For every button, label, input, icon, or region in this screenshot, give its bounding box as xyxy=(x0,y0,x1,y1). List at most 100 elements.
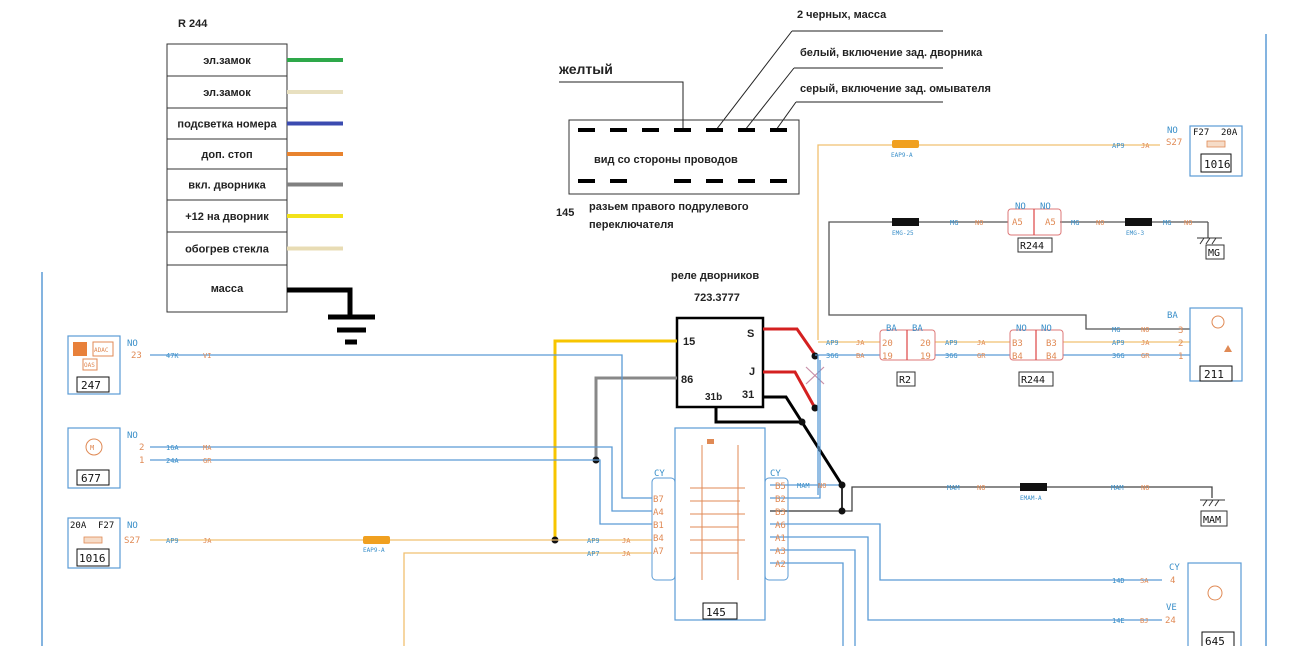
switch-pin-right: B2 xyxy=(775,495,786,505)
svg-text:20A: 20A xyxy=(70,521,87,531)
splice-emam-a xyxy=(1020,483,1047,491)
connector-r244-b: NO NO B3 B4 B3 B4 R244 xyxy=(1009,324,1064,387)
svg-text:A5: A5 xyxy=(1012,218,1023,228)
callout-gray: серый, включение зад. омывателя xyxy=(800,83,991,95)
relay-pin-31b: 31b xyxy=(705,392,722,403)
legend-title: R 244 xyxy=(178,18,208,30)
relay-pin-s: S xyxy=(747,328,754,340)
svg-text:BA: BA xyxy=(912,324,923,334)
relay-part-number: 723.3777 xyxy=(694,292,740,304)
fuse-icon xyxy=(1206,140,1226,148)
connector-r244-a5: NO NO A5 A5 R244 xyxy=(1007,202,1062,253)
transistor-icon xyxy=(1207,585,1223,601)
svg-text:EMG-3: EMG-3 xyxy=(1126,230,1144,237)
svg-text:GR: GR xyxy=(1141,352,1150,360)
svg-text:19: 19 xyxy=(882,352,893,362)
svg-text:F27: F27 xyxy=(1193,128,1209,138)
svg-text:20: 20 xyxy=(920,339,931,349)
svg-text:1016: 1016 xyxy=(79,552,106,565)
svg-text:MAM: MAM xyxy=(797,482,810,490)
svg-text:A5: A5 xyxy=(1045,218,1056,228)
svg-text:NO: NO xyxy=(1096,219,1104,227)
svg-text:GR: GR xyxy=(203,457,212,465)
connector-inner-label: вид со стороны проводов xyxy=(594,154,738,166)
svg-text:MG: MG xyxy=(1071,219,1079,227)
svg-text:MA: MA xyxy=(203,444,212,452)
svg-text:NO: NO xyxy=(1184,219,1192,227)
switch-pin-left: B1 xyxy=(653,521,664,531)
fuse-icon xyxy=(83,536,103,544)
legend-row-label: эл.замок xyxy=(203,87,251,99)
relay-title: реле дворников xyxy=(671,270,759,282)
svg-text:3: 3 xyxy=(1178,326,1183,336)
relay-j-wire xyxy=(763,370,817,409)
svg-text:MG: MG xyxy=(1112,326,1120,334)
switch-pin-right: A2 xyxy=(775,560,786,570)
svg-text:NO: NO xyxy=(1041,324,1052,334)
svg-text:MG: MG xyxy=(950,219,958,227)
switch-pin-left: A7 xyxy=(653,547,664,557)
svg-text:JA: JA xyxy=(622,550,631,558)
ground-wire xyxy=(287,287,353,316)
connector-r2: BA BA 20 19 20 19 R2 xyxy=(879,324,936,387)
svg-text:36G: 36G xyxy=(1112,352,1125,360)
legend-row-label: +12 на дворник xyxy=(185,211,269,223)
svg-text:NO: NO xyxy=(1141,484,1149,492)
svg-text:SA: SA xyxy=(1140,577,1149,585)
relay-86-wire xyxy=(594,376,677,460)
connector-view: 2 черных, масса белый, включение зад. дв… xyxy=(556,9,991,231)
motor-icon xyxy=(85,438,103,456)
svg-text:EMAM-A: EMAM-A xyxy=(1020,495,1042,502)
svg-text:NO: NO xyxy=(1040,202,1051,212)
svg-text:R2: R2 xyxy=(899,375,911,386)
svg-text:16A: 16A xyxy=(166,444,179,452)
connector-caption-2: переключателя xyxy=(589,219,674,231)
svg-text:JA: JA xyxy=(622,537,631,545)
svg-text:R244: R244 xyxy=(1020,241,1044,252)
relay-pin-86: 86 xyxy=(681,374,693,386)
legend-row-label: доп. стоп xyxy=(201,149,252,161)
svg-text:NO: NO xyxy=(127,339,138,349)
svg-text:B4: B4 xyxy=(1012,352,1023,362)
svg-text:BA: BA xyxy=(886,324,897,334)
svg-text:S27: S27 xyxy=(124,536,140,546)
connector-number: 145 xyxy=(556,207,574,219)
relay-s-wire xyxy=(763,327,817,356)
svg-text:NO: NO xyxy=(127,521,138,531)
svg-text:CY: CY xyxy=(1169,563,1180,573)
svg-text:M: M xyxy=(90,444,94,452)
switch-pin-left: A4 xyxy=(653,508,664,518)
svg-text:2: 2 xyxy=(139,443,144,453)
svg-text:CY: CY xyxy=(654,469,665,479)
splice-emg-25 xyxy=(892,218,919,226)
svg-text:MAM: MAM xyxy=(947,484,960,492)
svg-text:B3: B3 xyxy=(1046,339,1057,349)
svg-text:JA: JA xyxy=(977,339,986,347)
svg-text:23: 23 xyxy=(131,351,142,361)
svg-text:677: 677 xyxy=(81,472,101,485)
svg-text:36G: 36G xyxy=(945,352,958,360)
svg-text:B4: B4 xyxy=(1046,352,1057,362)
legend-row-label: подсветка номера xyxy=(177,119,277,131)
switch-contact-icon xyxy=(707,439,714,444)
svg-text:NO: NO xyxy=(1016,324,1027,334)
splice-eap9-top xyxy=(892,140,919,148)
svg-text:R244: R244 xyxy=(1021,375,1045,386)
component-645: CY 4 VE 24 645 14D SA 14E BJ xyxy=(1112,562,1242,646)
svg-text:NO: NO xyxy=(818,482,826,490)
connector-caption-1: разьем правого подрулевого xyxy=(589,201,749,213)
legend-row-label: обогрев стекла xyxy=(185,244,270,256)
svg-text:645: 645 xyxy=(1205,635,1225,646)
svg-text:AP9: AP9 xyxy=(587,537,600,545)
svg-text:36G: 36G xyxy=(826,352,839,360)
svg-text:B3: B3 xyxy=(1012,339,1023,349)
relay-body xyxy=(675,316,765,409)
svg-text:EMG-25: EMG-25 xyxy=(892,230,914,237)
relay-31-wire xyxy=(763,395,844,486)
svg-text:JA: JA xyxy=(1141,339,1150,347)
switch-pin-right: B3 xyxy=(775,508,786,518)
svg-text:F27: F27 xyxy=(98,521,114,531)
svg-text:BJ: BJ xyxy=(1140,617,1148,625)
svg-text:ADAC: ADAC xyxy=(94,347,109,354)
